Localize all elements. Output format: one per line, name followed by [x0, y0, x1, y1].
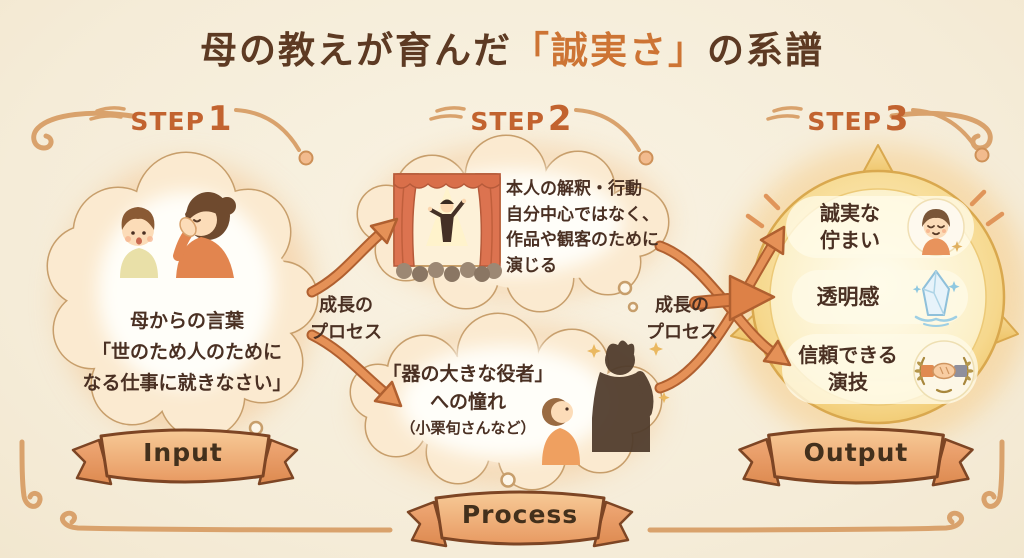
boy-admiring-silhouette-illustration	[542, 340, 670, 465]
serene-face-icon	[907, 198, 965, 256]
badge-item-transparency: 透明感	[816, 285, 880, 309]
handshake-laurel-icon	[913, 340, 975, 402]
actor-on-stage-illustration	[393, 173, 502, 282]
process-ribbon-label: Process	[461, 500, 579, 529]
title-highlight: 「誠実さ」	[512, 29, 707, 72]
growth-process-label-left: 成長の プロセス	[310, 295, 382, 343]
growth-process-label-right: 成長の プロセス	[646, 295, 718, 343]
output-ribbon-label: Output	[803, 438, 909, 467]
crystal-icon	[912, 270, 960, 327]
growth-arrows-right	[654, 225, 792, 394]
badge-sparkle-dashes	[745, 189, 1005, 229]
page-title: 母の教えが育んだ「誠実さ」の系譜	[0, 20, 1024, 74]
title-prefix: 母の教えが育んだ	[200, 29, 512, 72]
step1-cloud-text: 母からの言葉 「世のため人のために なる仕事に就きなさい」	[82, 310, 292, 394]
step2-top-cloud-text: 本人の解釈・行動 自分中心ではなく、 作品や観客のために 演じる	[506, 179, 659, 276]
corner-flourishes	[19, 110, 1005, 533]
title-suffix: の系譜	[707, 29, 824, 72]
badge-item-sincere-presence: 誠実な 佇まい	[820, 201, 880, 252]
input-ribbon-label: Input	[143, 438, 223, 467]
growth-arrows-left	[306, 217, 403, 408]
badge-item-trustworthy-acting: 信頼できる 演技	[798, 343, 898, 394]
step1-thought-cloud	[46, 151, 319, 449]
step-swashes	[89, 106, 990, 166]
mother-child-illustration	[120, 192, 236, 278]
step2-bottom-cloud-text: 「器の大きな役者」 への憧れ （小栗旬さんなど）	[382, 363, 554, 437]
